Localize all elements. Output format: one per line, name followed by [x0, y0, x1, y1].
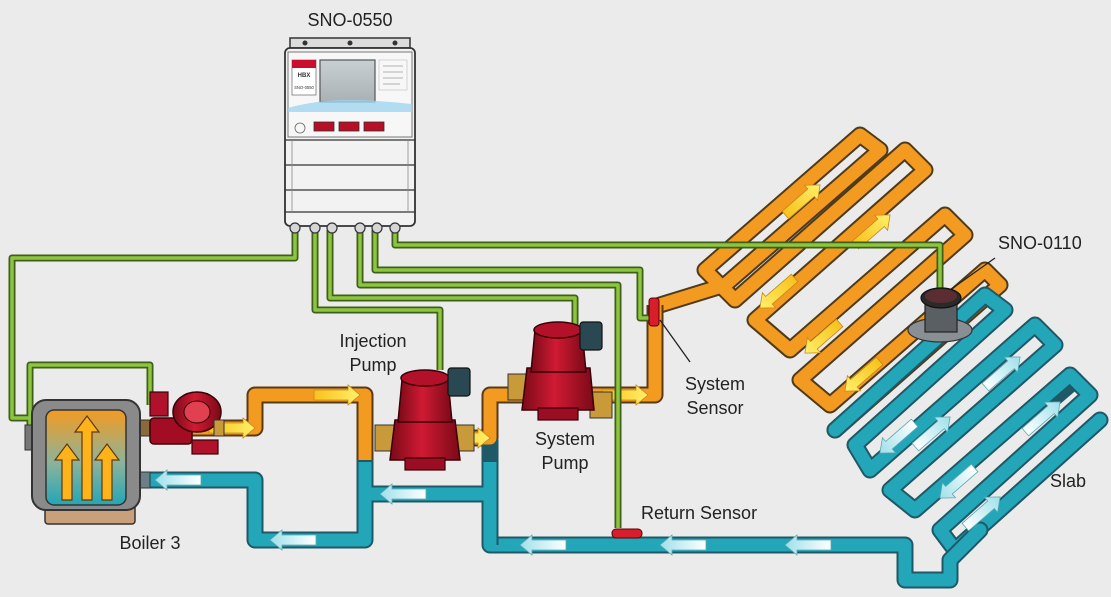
injection-pump-label-line2: Pump	[349, 355, 397, 375]
boiler	[24, 399, 151, 525]
controller-sno-0550: HBX SNO-0550	[284, 37, 416, 234]
slab-label: Slab	[1050, 471, 1087, 491]
controller-brand: HBX	[298, 73, 311, 79]
system-sensor	[648, 297, 691, 363]
system-sensor-label-line1: System	[684, 374, 745, 394]
controller-title-label: SNO-0550	[307, 10, 393, 30]
return-sensor-label: Return Sensor	[641, 503, 758, 523]
controller-up-button	[363, 121, 385, 132]
controller-model-tag: SNO-0550	[294, 85, 314, 90]
system-pump-label-line2: Pump	[541, 453, 589, 473]
slab-sensor-sno-0110	[907, 257, 996, 343]
heat-arrow-icon	[53, 415, 121, 501]
boiler-circulator	[149, 391, 225, 455]
control-wiring	[8, 230, 944, 528]
injection-pump	[374, 367, 475, 471]
controller-down-button	[313, 121, 335, 132]
system-pump	[507, 321, 613, 421]
injection-pump-label-line1: Injection	[339, 331, 407, 351]
return-sensor	[611, 528, 643, 539]
slab-tubing	[481, 126, 1109, 589]
system-sensor-label-line2: Sensor	[686, 398, 744, 418]
controller-item-button	[338, 121, 360, 132]
slab-sensor-label: SNO-0110	[998, 233, 1082, 253]
boiler-label: Boiler 3	[119, 533, 181, 553]
system-pump-label-line1: System	[534, 429, 595, 449]
